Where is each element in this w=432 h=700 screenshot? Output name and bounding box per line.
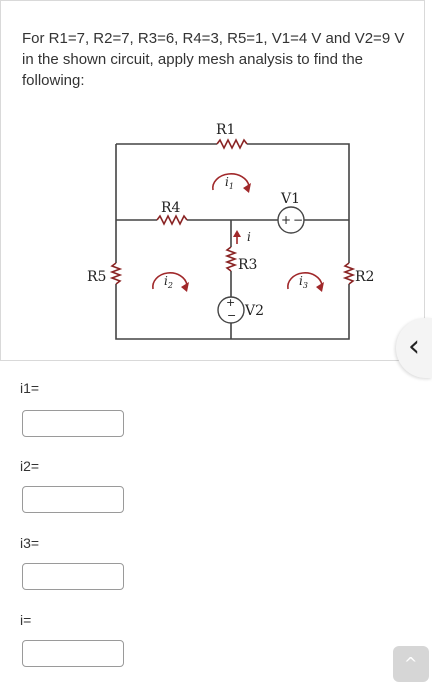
svg-text:+: +: [281, 213, 291, 227]
chevron-left-icon: ‹: [408, 329, 420, 364]
collapse-panel-button[interactable]: ‹: [396, 318, 432, 378]
label-branch-i: i: [247, 230, 251, 244]
svg-text:+: +: [226, 296, 235, 309]
resistor-r5: [109, 262, 123, 285]
scroll-to-top-button[interactable]: ^: [393, 646, 429, 682]
source-v1: + −: [277, 206, 305, 234]
answer-label-i2: i2=: [20, 458, 40, 474]
label-r2: R2: [355, 269, 374, 285]
label-v1: V1: [280, 191, 300, 207]
question-card: For R1=7, R2=7, R3=6, R4=3, R5=1, V1=4 V…: [0, 0, 425, 361]
mesh-arrow-i1: [212, 173, 250, 191]
answer-label-i3: i3=: [20, 535, 40, 551]
svg-text:−: −: [227, 309, 236, 322]
label-v2: V2: [244, 303, 264, 319]
resistor-r1: [216, 138, 248, 150]
mesh-arrowhead-i1: [243, 183, 251, 193]
mesh-arrow-i2: [152, 272, 188, 290]
answer-label-i: i=: [20, 612, 32, 628]
label-i1: i1: [225, 175, 234, 191]
mesh-arrowhead-i2: [181, 282, 189, 292]
wire-outer-top-right: [247, 143, 350, 263]
label-r3: R3: [238, 257, 257, 273]
question-text: For R1=7, R2=7, R3=6, R4=3, R5=1, V1=4 V…: [22, 30, 405, 89]
resistor-r4: [156, 214, 188, 226]
branch-arrowhead-i: [233, 230, 241, 237]
answer-input-i[interactable]: [22, 640, 124, 667]
label-r4: R4: [161, 200, 181, 216]
chevron-up-icon: ^: [404, 654, 418, 673]
resistor-r2: [342, 262, 356, 285]
label-i2: i2: [164, 274, 173, 290]
label-r1: R1: [216, 122, 235, 138]
svg-text:−: −: [293, 213, 303, 227]
answer-label-i1: i1=: [20, 380, 40, 396]
mesh-arrow-i3: [287, 272, 323, 290]
mesh-arrowhead-i3: [316, 282, 324, 292]
source-v2: + −: [217, 296, 245, 324]
label-i3: i3: [299, 274, 308, 290]
answer-input-i1[interactable]: [22, 410, 124, 437]
answer-input-i2[interactable]: [22, 486, 124, 513]
resistor-r3: [224, 246, 238, 272]
label-r5: R5: [87, 269, 106, 285]
answer-input-i3[interactable]: [22, 563, 124, 590]
wire-left-bottom: [115, 284, 350, 340]
circuit-diagram: + − + − R1 R4 V1 R3 R5 R2 V2: [87, 122, 374, 340]
